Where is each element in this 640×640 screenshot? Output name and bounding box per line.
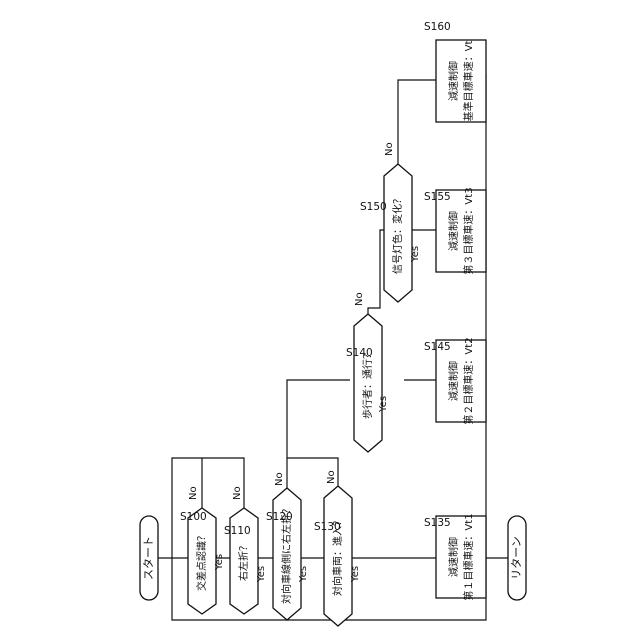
s160-line2: 基準目標車速：Vt xyxy=(462,41,475,122)
decision-s150: 信号灯色：変化？ S150 Yes No xyxy=(360,142,421,302)
s140-no-line xyxy=(368,230,384,328)
s145-id: S145 xyxy=(424,341,451,353)
process-s145: 減速制御 第２目標車速：Vt2 S145 xyxy=(424,337,486,424)
s120-no: No xyxy=(274,472,285,486)
s110-no: No xyxy=(232,486,243,500)
s120-yes: Yes xyxy=(298,566,309,583)
s130-id: S130 xyxy=(314,521,341,533)
s155-id: S155 xyxy=(424,191,451,203)
decision-s120: 対向車線側に右左折？ S120 Yes No xyxy=(266,472,309,620)
s100-text: 交差点認識？ xyxy=(195,531,208,591)
s120-id: S120 xyxy=(266,511,293,523)
s135-line1: 減速制御 xyxy=(447,537,460,577)
s110-no-line xyxy=(202,458,244,512)
s150-yes: Yes xyxy=(410,246,421,263)
s130-no: No xyxy=(326,470,337,484)
process-s160: 減速制御 基準目標車速：Vt S160 xyxy=(424,21,486,122)
s100-id: S100 xyxy=(180,511,207,523)
s135-line2: 第１目標車速：Vt1 xyxy=(462,513,475,600)
s160-line1: 減速制御 xyxy=(447,61,460,101)
process-s155: 減速制御 第３目標車速：Vt3 S155 xyxy=(424,187,486,274)
s120-no-line xyxy=(287,380,350,500)
s135-id: S135 xyxy=(424,517,451,529)
start-terminal: スタート xyxy=(140,516,158,600)
s140-no: No xyxy=(354,292,365,306)
s150-id: S150 xyxy=(360,201,387,213)
return-label: リターン xyxy=(510,536,523,579)
s145-line2: 第２目標車速：Vt2 xyxy=(462,337,475,424)
s145-line1: 減速制御 xyxy=(447,361,460,401)
return-terminal: リターン xyxy=(508,516,526,600)
s140-id: S140 xyxy=(346,347,373,359)
s100-yes: Yes xyxy=(214,554,225,571)
s110-text: 右左折？ xyxy=(237,541,250,581)
s150-text: 信号灯色：変化？ xyxy=(391,194,404,274)
s130-yes: Yes xyxy=(350,566,361,583)
s150-no-line xyxy=(398,80,436,170)
s160-id: S160 xyxy=(424,21,451,33)
s155-line2: 第３目標車速：Vt3 xyxy=(462,187,475,274)
s110-yes: Yes xyxy=(256,566,267,583)
s110-id: S110 xyxy=(224,525,251,537)
decision-s140: 歩行者：通行？ S140 Yes No xyxy=(346,292,389,452)
decision-s130: 対向車両：進入？ S130 Yes No xyxy=(314,470,361,626)
start-label: スタート xyxy=(142,536,155,580)
s150-no: No xyxy=(384,142,395,156)
s140-text: 歩行者：通行？ xyxy=(361,349,374,419)
process-s135: 減速制御 第１目標車速：Vt1 S135 xyxy=(424,513,486,600)
decision-s110: 右左折？ S110 Yes No xyxy=(224,486,267,614)
s100-no: No xyxy=(188,486,199,500)
s140-yes: Yes xyxy=(378,396,389,413)
s155-line1: 減速制御 xyxy=(447,211,460,251)
